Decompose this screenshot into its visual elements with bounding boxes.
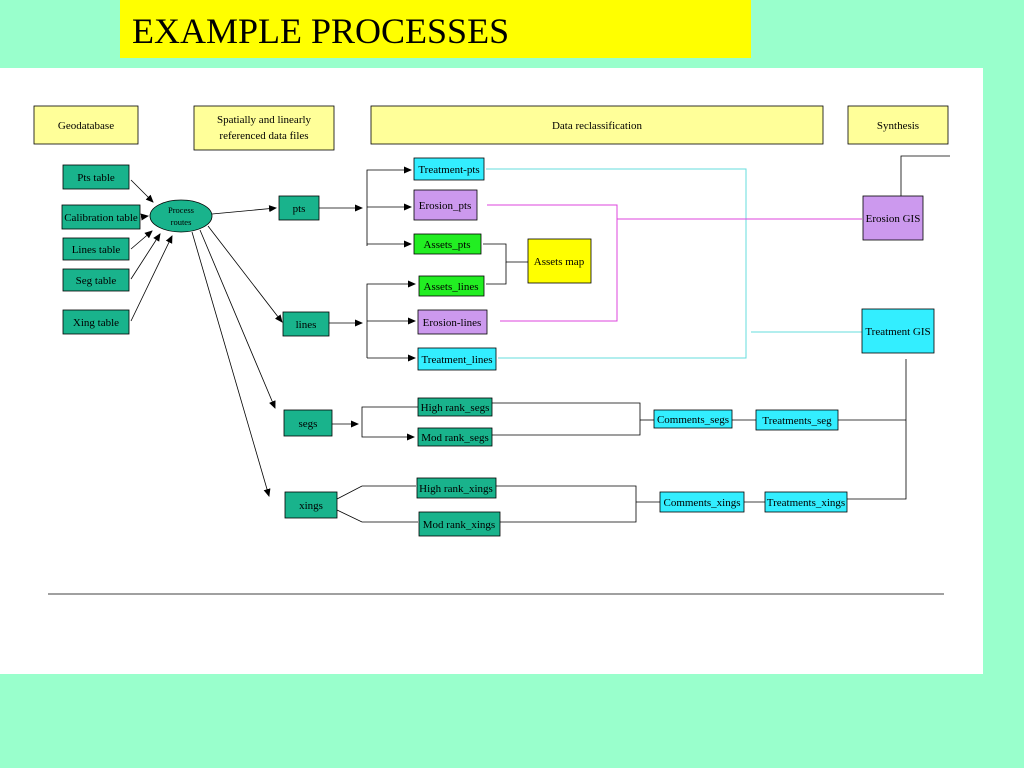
erosion-lines-label: Erosion-lines	[423, 317, 482, 329]
header-spatial-line1: Spatially and linearly	[217, 114, 312, 126]
header-geodatabase-label: Geodatabase	[58, 120, 114, 132]
lines-file-box: lines	[282, 311, 330, 337]
segs-branch-lines	[332, 406, 418, 441]
xings-file-box: xings	[284, 491, 338, 519]
header-synthesis: Synthesis	[847, 105, 949, 145]
erosion-pts-box: Erosion_pts	[413, 189, 478, 221]
synthesis-connectors	[492, 359, 907, 523]
treatment-lines-box: Treatment_lines	[417, 347, 497, 371]
header-spatial-line2: referenced data files	[219, 130, 308, 142]
pts-file-label: pts	[293, 203, 306, 215]
calibration-table-label: Calibration table	[64, 212, 138, 224]
input-arrows	[130, 179, 173, 322]
title-banner: EXAMPLE PROCESSES	[120, 0, 751, 58]
lines-branch-lines	[329, 280, 416, 362]
lines-file-label: lines	[296, 319, 317, 331]
high-rank-xings-box: High rank_xings	[416, 477, 497, 499]
seg-table-label: Seg table	[76, 275, 117, 287]
high-rank-segs-label: High rank_segs	[421, 402, 490, 414]
header-geodatabase: Geodatabase	[33, 105, 139, 145]
pts-branch-lines	[319, 166, 412, 248]
xings-file-label: xings	[299, 500, 323, 512]
lines-table-label: Lines table	[72, 244, 121, 256]
comments-segs-box: Comments_segs	[653, 409, 733, 429]
process-label-line1: Process	[168, 205, 194, 215]
header-spatial-files: Spatially and linearly referenced data f…	[193, 105, 335, 151]
comments-xings-label: Comments_xings	[663, 497, 740, 509]
assets-map-box: Assets map	[527, 238, 592, 284]
process-arrows	[191, 205, 283, 497]
xing-table-label: Xing table	[73, 317, 119, 329]
assets-pts-box: Assets_pts	[413, 233, 482, 255]
comments-segs-label: Comments_segs	[657, 414, 729, 426]
treatments-seg-label: Treatments_seg	[762, 415, 832, 427]
lines-table-box: Lines table	[62, 237, 130, 261]
assets-lines-box: Assets_lines	[418, 275, 485, 297]
assets-lines-label: Assets_lines	[424, 281, 479, 293]
erosion-connector-lines	[487, 204, 862, 322]
treatment-connector-lines	[486, 168, 863, 359]
mod-rank-xings-label: Mod rank_xings	[423, 519, 495, 531]
slide-title: EXAMPLE PROCESSES	[132, 11, 510, 51]
treatment-gis-box: Treatment GIS	[861, 308, 935, 354]
erosion-gis-connector	[900, 155, 950, 196]
erosion-gis-label: Erosion GIS	[866, 213, 921, 225]
assets-connectors	[483, 243, 528, 285]
comments-xings-box: Comments_xings	[659, 491, 745, 513]
process-routes-node: Process routes	[149, 199, 213, 233]
pts-table-label: Pts table	[77, 172, 115, 184]
assets-map-label: Assets map	[534, 256, 585, 268]
treatment-gis-label: Treatment GIS	[865, 326, 930, 338]
treatment-pts-label: Treatment-pts	[418, 164, 479, 176]
pts-table-box: Pts table	[62, 164, 130, 190]
segs-file-label: segs	[299, 418, 318, 430]
treatment-lines-label: Treatment_lines	[421, 354, 492, 366]
mod-rank-xings-box: Mod rank_xings	[418, 511, 501, 537]
high-rank-segs-box: High rank_segs	[417, 397, 493, 417]
treatment-pts-box: Treatment-pts	[413, 157, 485, 181]
header-synthesis-label: Synthesis	[877, 120, 919, 132]
erosion-gis-box: Erosion GIS	[862, 195, 924, 241]
xing-table-box: Xing table	[62, 309, 130, 335]
mod-rank-segs-label: Mod rank_segs	[421, 432, 489, 444]
pts-file-box: pts	[278, 195, 320, 221]
assets-pts-label: Assets_pts	[423, 239, 470, 251]
process-label-line2: routes	[171, 217, 192, 227]
treatments-xings-box: Treatments_xings	[764, 491, 848, 513]
mod-rank-segs-box: Mod rank_segs	[417, 427, 493, 447]
erosion-lines-box: Erosion-lines	[417, 309, 488, 335]
calibration-table-box: Calibration table	[61, 204, 141, 230]
treatments-seg-box: Treatments_seg	[755, 409, 839, 431]
xings-branch-lines	[336, 485, 418, 523]
header-data-reclassification: Data reclassification	[370, 105, 824, 145]
segs-file-box: segs	[283, 409, 333, 437]
high-rank-xings-label: High rank_xings	[419, 483, 493, 495]
erosion-pts-label: Erosion_pts	[419, 200, 472, 212]
treatments-xings-label: Treatments_xings	[767, 497, 845, 509]
header-reclass-label: Data reclassification	[552, 120, 643, 132]
seg-table-box: Seg table	[62, 268, 130, 292]
